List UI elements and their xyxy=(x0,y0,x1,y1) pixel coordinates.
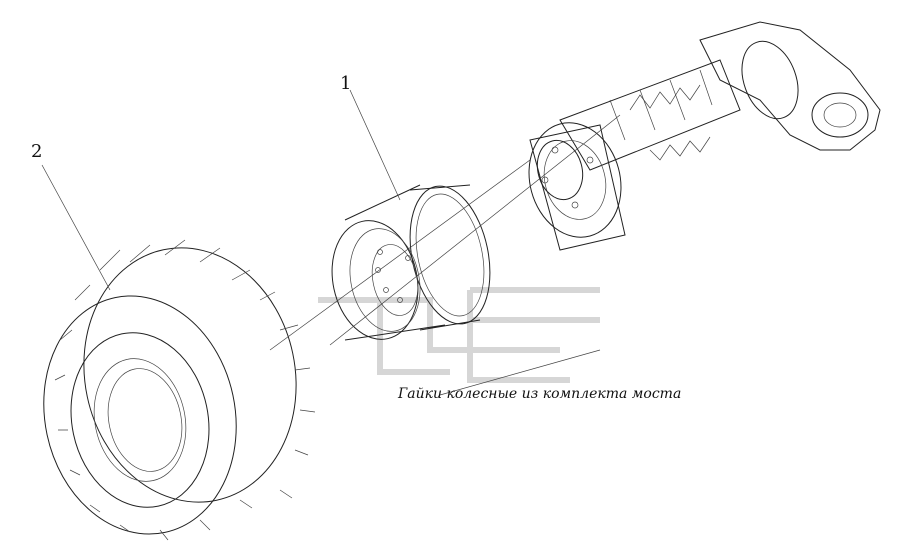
axle-assembly xyxy=(528,21,881,251)
leader-lines xyxy=(41,89,621,396)
callout-2: 2 xyxy=(31,141,43,162)
callout-1: 1 xyxy=(340,73,352,94)
watermark-logo xyxy=(318,287,600,383)
wheel-rim xyxy=(331,184,491,341)
tire xyxy=(43,239,316,541)
wheel-nuts-note: Гайки колесные из комплекта моста xyxy=(398,386,682,402)
